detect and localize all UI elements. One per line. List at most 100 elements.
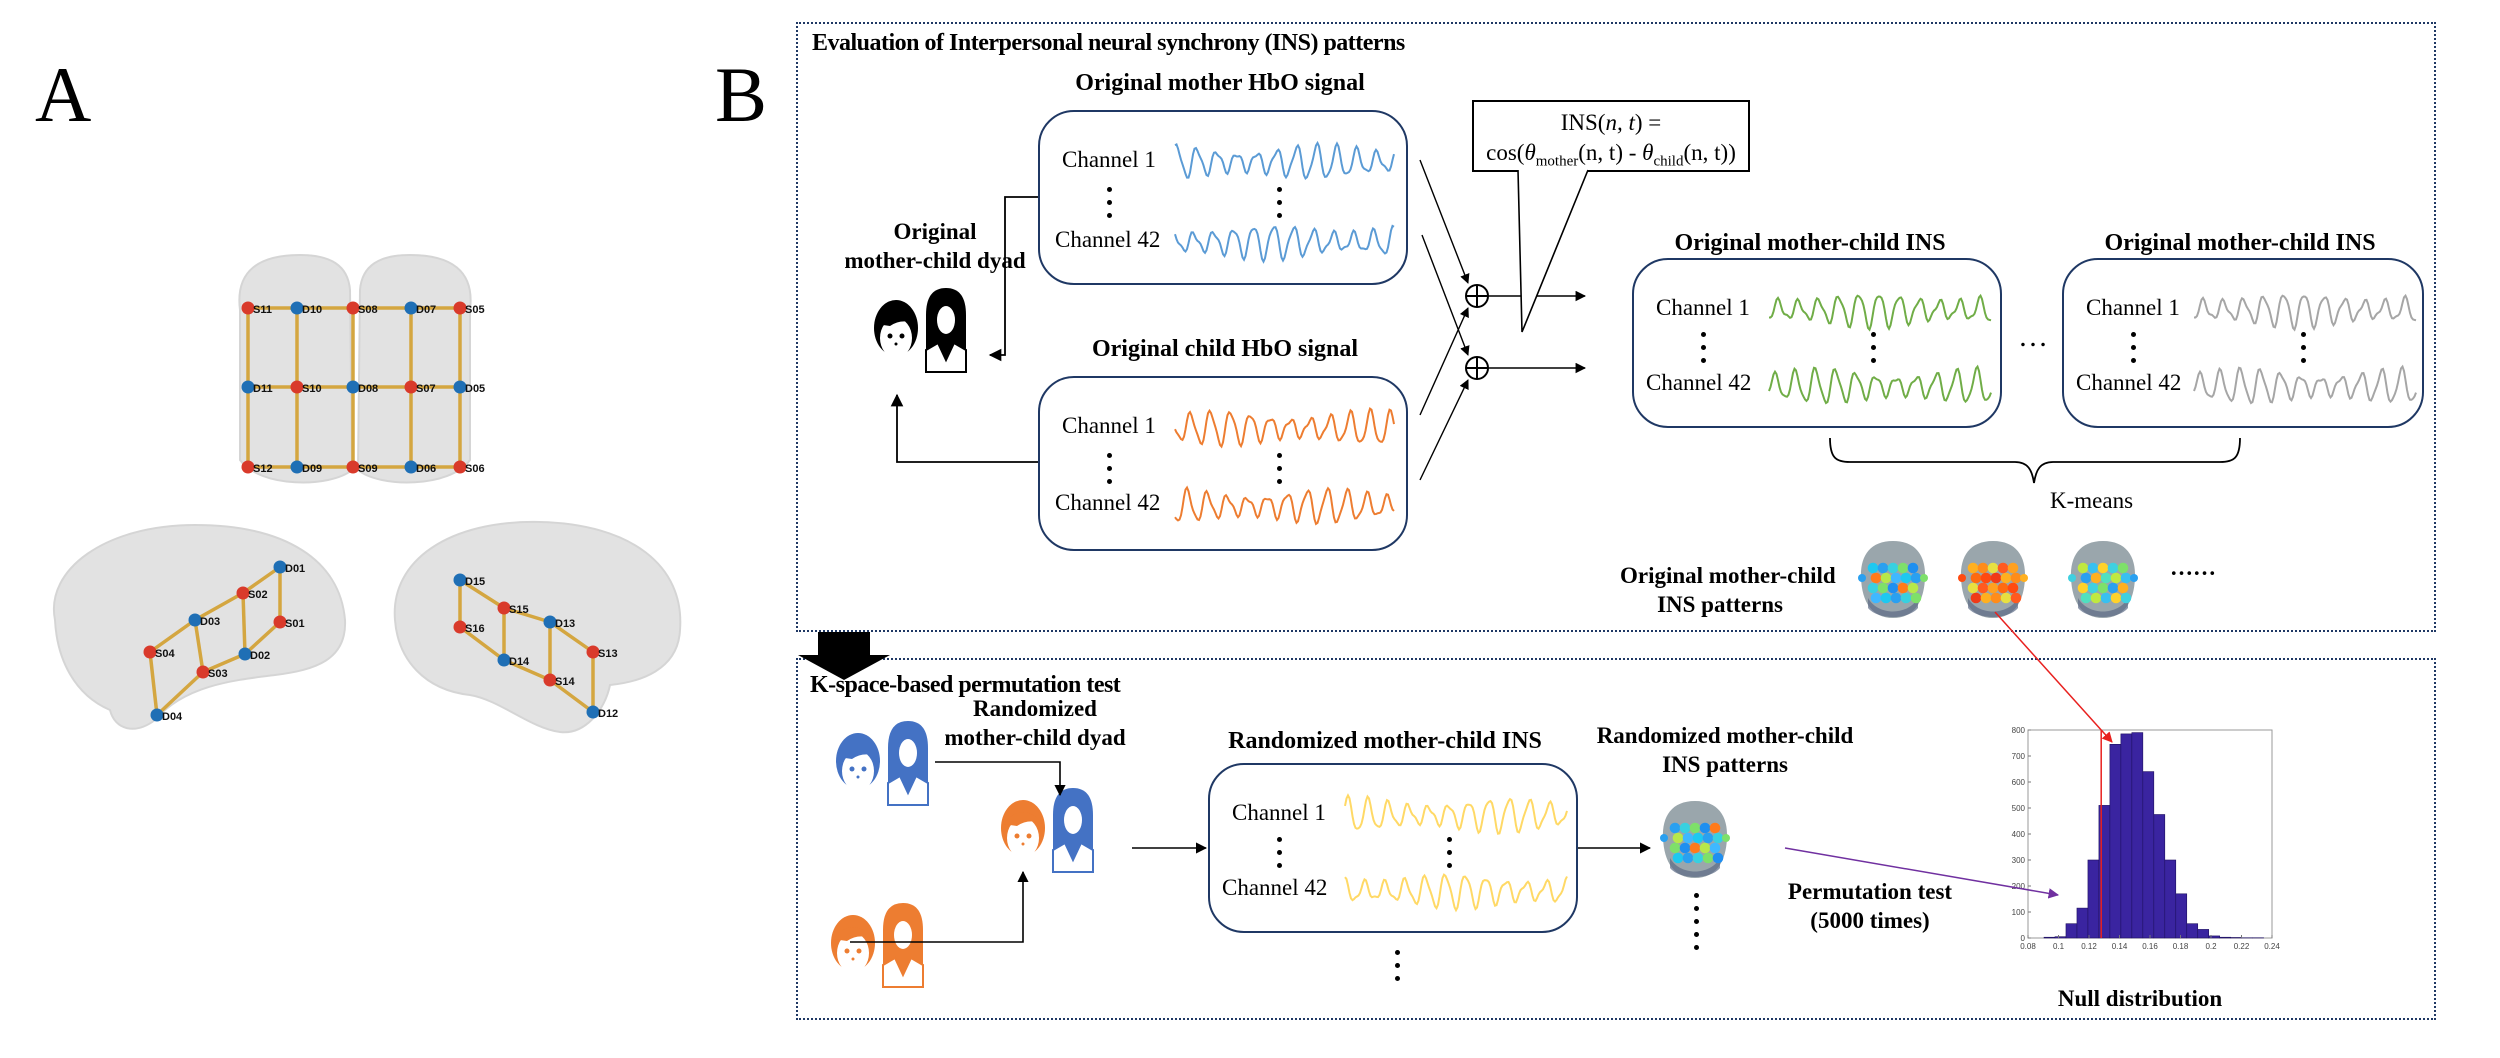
y-tick-label: 400 xyxy=(2012,830,2026,839)
channel-dot xyxy=(2100,572,2112,584)
original-pattern-brain-2 xyxy=(1958,541,2028,618)
permutation-section xyxy=(796,658,2436,1020)
ins1-channel-42-label: Channel 42 xyxy=(1646,370,1752,395)
optode-link xyxy=(243,620,282,656)
optode-label: S07 xyxy=(416,383,436,395)
original-dyad-label-line2: mother-child dyad xyxy=(844,247,1026,273)
channel-dot xyxy=(1990,592,2002,604)
child-icon xyxy=(831,915,875,973)
formula-line-2: cos(θmother(n, t) - θchild(n, t)) xyxy=(1486,139,1736,170)
channel-dot xyxy=(1997,582,2009,594)
channel-dot xyxy=(2100,592,2112,604)
detector-optode xyxy=(290,301,304,315)
channel-dot xyxy=(1877,562,1889,574)
mother-ch1-to-combiner-1 xyxy=(1419,159,1470,284)
optode-link xyxy=(548,620,595,654)
histogram-bar xyxy=(2175,893,2188,939)
ins1-channel-42-wave xyxy=(1768,364,1992,405)
rand-channel-42-label: Channel 42 xyxy=(1222,875,1328,900)
rand-channel-1-wave xyxy=(1344,793,1568,835)
channel-dot xyxy=(1709,822,1721,834)
optode-link xyxy=(458,625,506,662)
channel-dot xyxy=(1958,574,1966,582)
optode-label: D06 xyxy=(416,463,436,475)
detector-optode xyxy=(188,613,202,627)
rand-channel-ellipsis xyxy=(1277,837,1283,876)
source-optode xyxy=(241,301,255,315)
optode-link xyxy=(503,658,551,682)
optode-link xyxy=(241,592,247,655)
y-tick-label: 700 xyxy=(2012,752,2026,761)
detector-optode xyxy=(404,460,418,474)
panel-b-label: B xyxy=(715,51,768,138)
permutation-test-label-line1: Permutation test xyxy=(1787,879,1953,904)
channel-dot xyxy=(2110,592,2122,604)
x-tick-label: 0.08 xyxy=(2020,942,2036,951)
y-tick-label: 300 xyxy=(2012,856,2026,865)
source-optode xyxy=(346,460,360,474)
original-patterns-label-line2: INS patterns xyxy=(1657,591,1783,617)
randomized-patterns-label: Randomized mother-child INS patterns xyxy=(1590,722,1860,780)
channel-dot xyxy=(1890,572,1902,584)
null-distribution-label: Null distribution xyxy=(2057,986,2223,1011)
optode-label: D10 xyxy=(302,304,322,316)
y-tick-label: 200 xyxy=(2012,882,2026,891)
channel-dot xyxy=(2077,582,2089,594)
optode-label: S12 xyxy=(253,463,273,475)
channel-dot xyxy=(1870,592,1882,604)
child-icon xyxy=(1001,800,1045,858)
mother-channel-ellipsis xyxy=(1107,187,1113,226)
child-wave-ellipsis xyxy=(1277,453,1283,492)
channel-dot xyxy=(2068,574,2076,582)
detector-optode xyxy=(586,705,600,719)
optode-label: D05 xyxy=(465,383,485,395)
channel-dot xyxy=(1980,592,1992,604)
optode-link xyxy=(459,578,505,610)
section-transition-arrow xyxy=(798,632,890,680)
optode-label: D14 xyxy=(509,656,530,668)
channel-dot xyxy=(1920,574,1928,582)
rand-channel-42-wave xyxy=(1344,873,1568,913)
channel-dot xyxy=(1867,562,1879,574)
randomized-dyad-label: Randomized mother-child dyad xyxy=(930,695,1140,753)
randomized-pattern-brain xyxy=(1660,801,1730,878)
child-icon xyxy=(836,733,880,791)
original-dyad-label: Original mother-child dyad xyxy=(835,218,1035,276)
mother-box-title: Original mother HbO signal xyxy=(1075,70,1365,96)
optode-label: D01 xyxy=(285,563,305,575)
histogram-bar xyxy=(2197,929,2210,939)
y-tick-label: 100 xyxy=(2012,908,2026,917)
detector-optode xyxy=(346,380,360,394)
x-tick-label: 0.18 xyxy=(2173,942,2189,951)
optode-label: S02 xyxy=(248,589,268,601)
orange-child-to-random-arrow xyxy=(850,870,1029,943)
detector-optode xyxy=(497,653,511,667)
channel-dot xyxy=(1997,562,2009,574)
channel-dot xyxy=(1679,842,1691,854)
channel-dot xyxy=(1910,572,1922,584)
source-optode xyxy=(586,645,600,659)
mother-hbo-box: Channel 1 Channel 42 xyxy=(1038,110,1408,285)
mother-icon xyxy=(1052,788,1094,873)
wave-line xyxy=(1174,224,1395,264)
channel-dot xyxy=(1897,562,1909,574)
optode-label: S10 xyxy=(302,383,322,395)
channel-dot xyxy=(1709,842,1721,854)
optode-label: S01 xyxy=(285,618,305,630)
channel-dot xyxy=(1672,832,1684,844)
channel-dot xyxy=(1967,562,1979,574)
child-channel-42-wave xyxy=(1174,485,1395,526)
channel-dot xyxy=(1980,572,1992,584)
mother-channel-42-wave xyxy=(1174,224,1395,264)
channel-dot xyxy=(1682,852,1694,864)
channel-dot xyxy=(1692,832,1704,844)
ins1-wave-ellipsis xyxy=(1871,332,1877,371)
optode-link xyxy=(548,678,595,714)
channel-dot xyxy=(2007,582,2019,594)
optode-label: D02 xyxy=(250,650,270,662)
optode-label: D08 xyxy=(358,383,378,395)
source-optode xyxy=(290,380,304,394)
original-patterns-label-line1: Original mother-child xyxy=(1620,563,1836,588)
